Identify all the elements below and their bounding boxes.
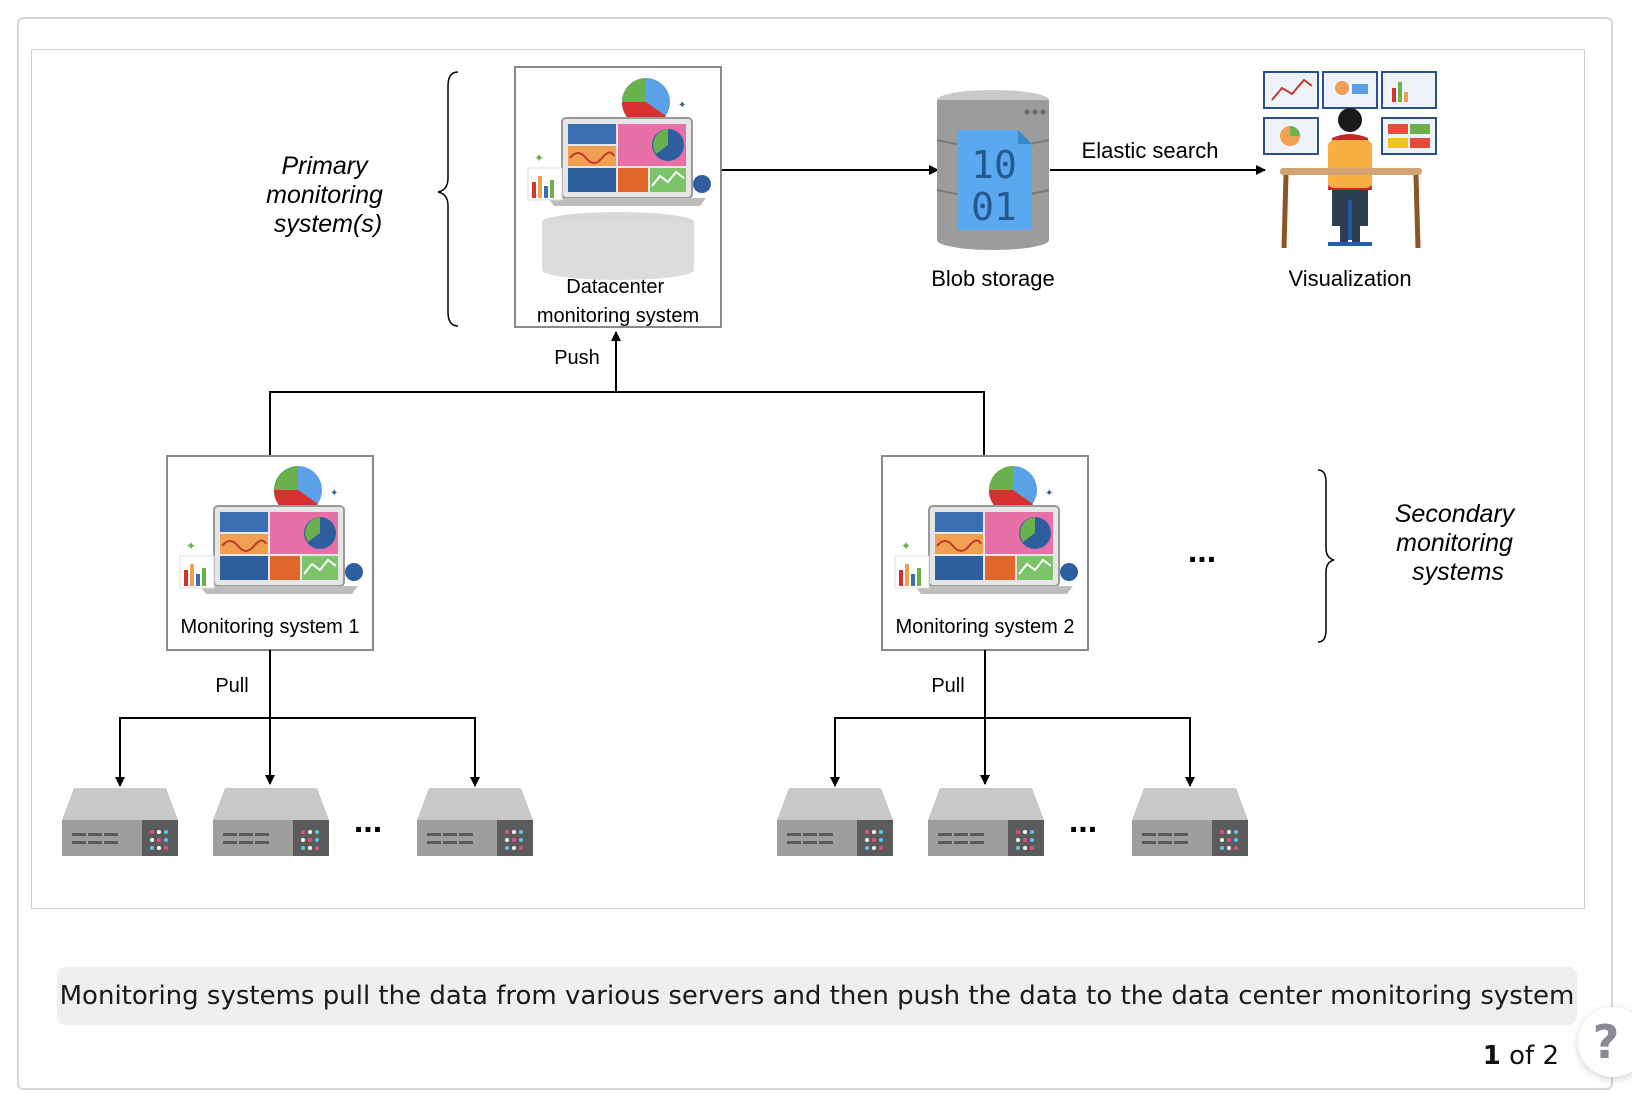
monitoring-system-1-label: Monitoring system 1 [181, 616, 360, 638]
visualization-label: Visualization [1288, 266, 1411, 291]
help-button[interactable]: ? [1578, 1007, 1632, 1077]
diagram-frame: ✦ ✦ [31, 49, 1585, 909]
server-icon [417, 788, 533, 856]
secondary-ellipsis: ... [1188, 532, 1216, 570]
primary-label: Primary monitoring system(s) [266, 152, 390, 238]
blob-digits-top: 10 [971, 143, 1017, 187]
blob-storage-icon: 10 01 [936, 90, 1050, 250]
secondary-label: Secondary monitoring systems [1395, 500, 1521, 586]
question-icon: ? [1592, 1015, 1620, 1069]
architecture-diagram: ✦ ✦ [62, 66, 1521, 856]
server-icon [928, 788, 1044, 856]
pager-current: 1 [1482, 1041, 1501, 1071]
pager-total: 2 [1542, 1041, 1559, 1071]
pull-label-2: Pull [931, 675, 964, 697]
secondary-brace [1317, 469, 1335, 643]
monitoring-system-1-node[interactable]: Monitoring system 1 [166, 455, 374, 651]
pull-connector-1 [119, 717, 476, 784]
servers-ellipsis-1: ... [354, 802, 382, 840]
datacenter-label: Datacenter monitoring system [537, 276, 699, 327]
server-icon [213, 788, 329, 856]
blob-digits-bottom: 01 [971, 185, 1017, 229]
monitoring-system-2-node[interactable]: Monitoring system 2 [881, 455, 1089, 651]
datacenter-node[interactable]: Datacenter monitoring system [514, 66, 722, 328]
slide-pager: 1 of 2 [1483, 1041, 1559, 1071]
caption-text: Monitoring systems pull the data from va… [59, 981, 1575, 1011]
servers-ellipsis-2: ... [1069, 802, 1097, 840]
slide-card: ✦ ✦ [17, 17, 1613, 1090]
push-connector [269, 391, 985, 456]
server-icon [777, 788, 893, 856]
visualization-icon [1263, 71, 1437, 249]
primary-brace [437, 71, 459, 327]
push-label: Push [554, 347, 600, 369]
pull-label-1: Pull [215, 675, 248, 697]
pager-separator: of [1500, 1041, 1543, 1071]
caption-box: Monitoring systems pull the data from va… [57, 967, 1577, 1025]
server-icon [62, 788, 178, 856]
pull-connector-2 [834, 717, 1191, 784]
blob-storage-label: Blob storage [931, 266, 1055, 291]
monitoring-system-2-label: Monitoring system 2 [896, 616, 1075, 638]
server-icon [1132, 788, 1248, 856]
elastic-search-label: Elastic search [1082, 138, 1219, 163]
